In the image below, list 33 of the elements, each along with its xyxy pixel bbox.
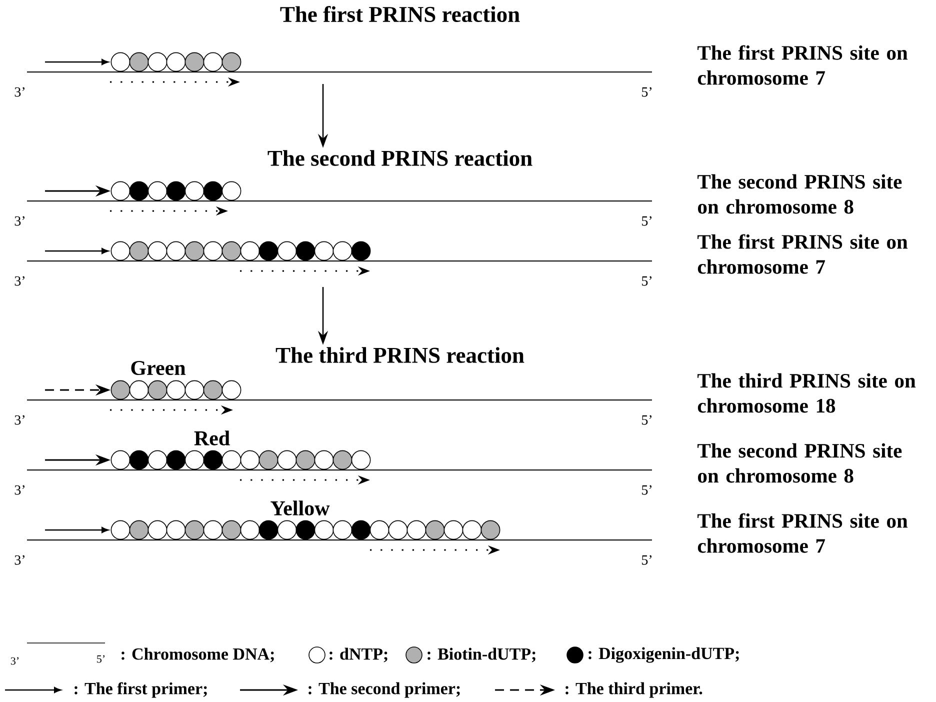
legend-text: : Biotin-dUTP;	[428, 648, 536, 662]
strand-end-label: 5’	[642, 216, 652, 226]
strand-end-label: 5’	[642, 415, 652, 425]
strand-end-label: 5’	[642, 87, 652, 97]
legend-text: : The third primer.	[566, 682, 702, 698]
strand-end-label: 3’	[14, 87, 24, 97]
strand-end-label: 5’	[642, 276, 652, 286]
strand-end-label: 3’	[10, 657, 19, 665]
strand-end-label: 3’	[14, 216, 24, 226]
legend-text: : The first primer;	[74, 682, 207, 698]
legend-text: : The second primer;	[308, 682, 460, 698]
site-label: The first PRINS site on chromosome 7	[698, 513, 908, 553]
signal-color-label: Green	[131, 360, 186, 376]
signal-color-label: Red	[194, 430, 230, 446]
strand-end-label: 5’	[642, 485, 652, 495]
legend-text: : Digoxigenin-dUTP;	[588, 647, 739, 663]
signal-color-label: Yellow	[270, 500, 330, 516]
site-label: The first PRINS site on chromosome 7	[698, 234, 908, 274]
legend-text: : dNTP;	[330, 648, 388, 662]
strand-end-label: 5’	[97, 655, 105, 663]
site-label: The second PRINS site on chromosome 8	[698, 443, 902, 483]
strand-end-label: 3’	[14, 415, 24, 425]
legend-text: : Chromosome DNA;	[122, 648, 274, 662]
strand-end-label: 3’	[14, 555, 24, 565]
site-label: The third PRINS site on chromosome 18	[698, 373, 916, 413]
strand-end-label: 3’	[14, 485, 24, 495]
site-label: The second PRINS site on chromosome 8	[698, 174, 902, 214]
strand-end-label: 3’	[14, 276, 24, 286]
reaction-title: The first PRINS reaction	[280, 6, 520, 22]
reaction-title: The third PRINS reaction	[276, 347, 524, 363]
site-label: The first PRINS site on chromosome 7	[698, 45, 908, 85]
reaction-title: The second PRINS reaction	[268, 150, 532, 166]
strand-end-label: 5’	[642, 555, 652, 565]
